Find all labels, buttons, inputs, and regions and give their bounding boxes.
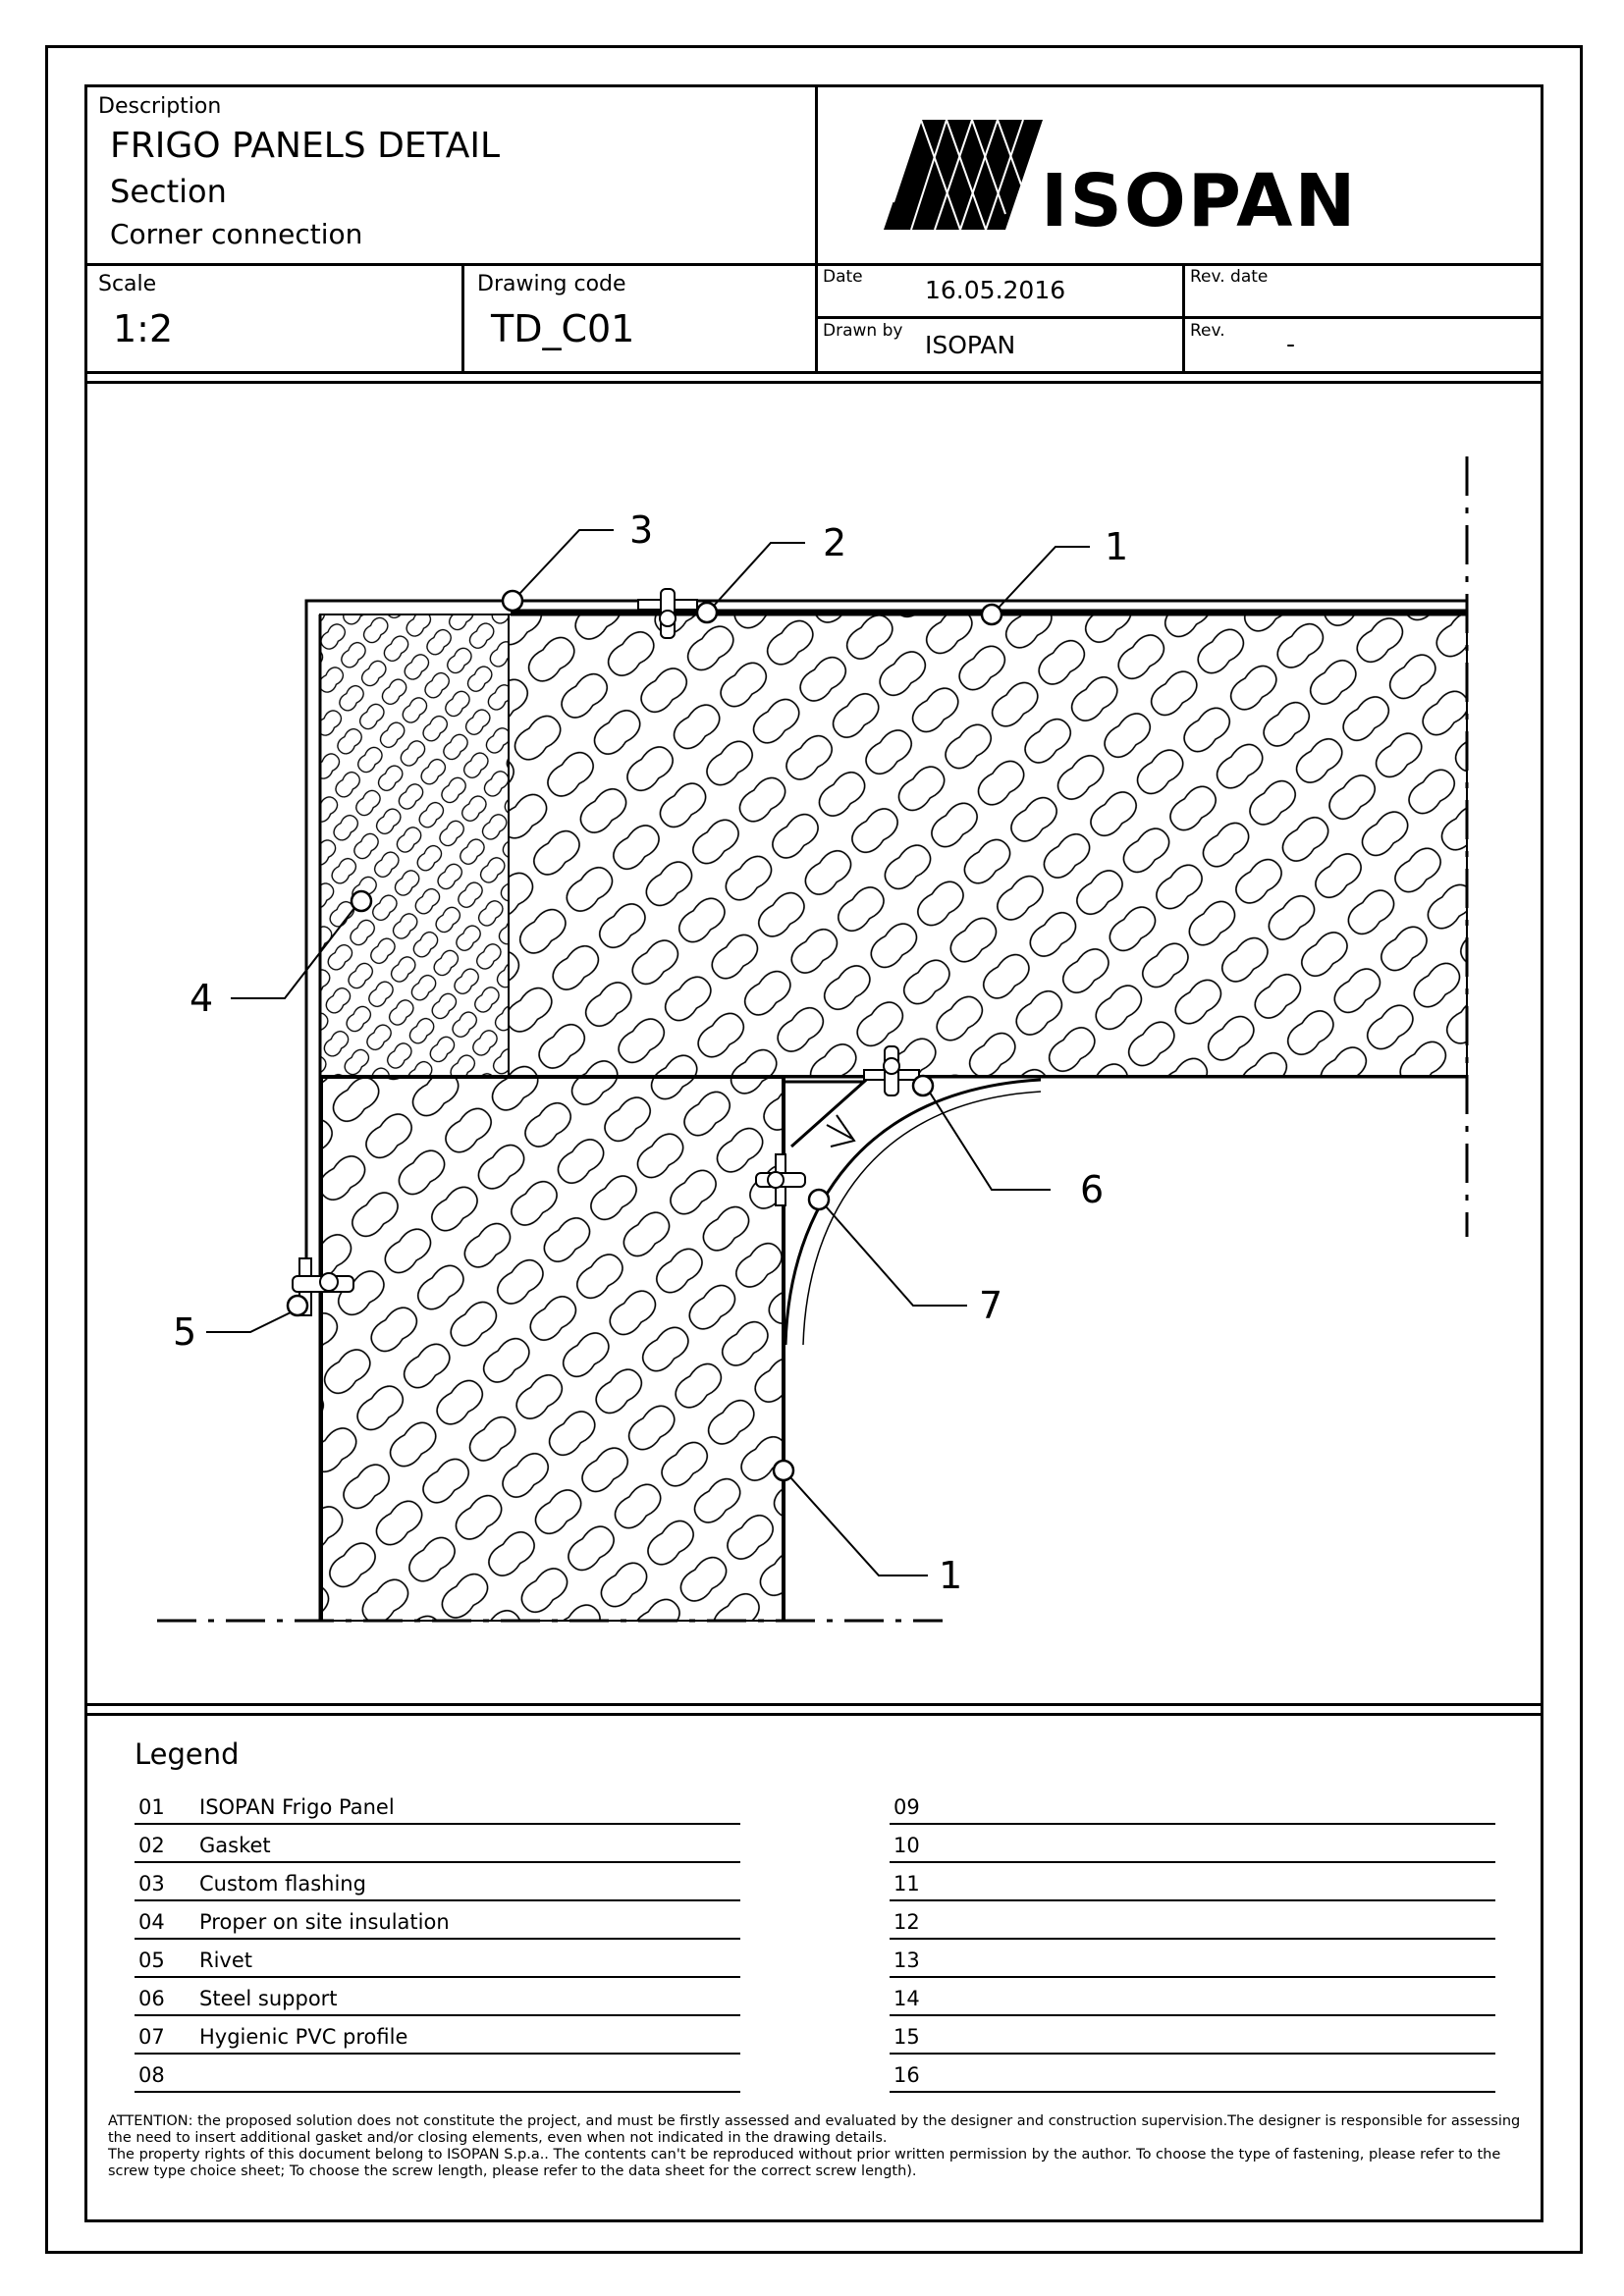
attention-note: ATTENTION: the proposed solution does no… [108, 2113, 1532, 2180]
legend-num: 07 [138, 2025, 165, 2049]
legend-item: 06 Steel support [135, 1977, 740, 2016]
legend-item: 11 [890, 1862, 1495, 1901]
gasket-vertical [755, 1153, 806, 1206]
custom-flashing [304, 599, 1467, 1272]
legend-text: Rivet [199, 1949, 253, 1972]
legend-item: 15 [890, 2015, 1495, 2055]
legend-num: 12 [893, 1910, 920, 1934]
legend-text: Proper on site insulation [199, 1910, 450, 1934]
callout-3: 3 [629, 508, 653, 552]
legend-item: 09 [890, 1786, 1495, 1825]
legend-num: 11 [893, 1872, 920, 1896]
drawing-subtitle: Section [110, 173, 227, 210]
callout-7: 7 [979, 1284, 1002, 1327]
isopan-logo-text: ISOPAN [1041, 159, 1358, 243]
date-label: Date [823, 267, 863, 287]
legend-num: 09 [893, 1795, 920, 1819]
legend-item: 10 [890, 1824, 1495, 1863]
isopan-logo-icon [884, 119, 1043, 231]
legend-text: Steel support [199, 1987, 338, 2010]
legend-top-border [84, 1713, 1543, 1716]
gasket-inner [863, 1045, 920, 1096]
legend-title: Legend [135, 1737, 240, 1771]
rev-value: - [1286, 330, 1296, 358]
legend-item: 13 [890, 1939, 1495, 1978]
attention-line-1: ATTENTION: the proposed solution does no… [108, 2113, 1521, 2146]
sheet-inner-frame [84, 84, 1543, 2222]
rev-label: Rev. [1190, 321, 1225, 341]
callout-2: 2 [823, 521, 846, 564]
legend-num: 05 [138, 1949, 165, 1972]
vertical-panel-core [321, 1077, 785, 1622]
legend-num: 06 [138, 1987, 165, 2010]
drawing-code-label: Drawing code [477, 272, 626, 296]
date-value: 16.05.2016 [925, 276, 1066, 304]
legend-item: 08 [135, 2054, 740, 2093]
callout-6: 6 [1080, 1168, 1104, 1211]
legend-item: 02 Gasket [135, 1824, 740, 1863]
legend-item: 07 Hygienic PVC profile [135, 2015, 740, 2055]
legend-item: 04 Proper on site insulation [135, 1900, 740, 1940]
legend-text: Custom flashing [199, 1872, 366, 1896]
corner-connection-section-drawing: 1 2 3 4 5 6 7 1 [157, 456, 1469, 1623]
gasket-top [637, 588, 698, 639]
legend-item: 12 [890, 1900, 1495, 1940]
legend-num: 04 [138, 1910, 165, 1934]
legend-num: 14 [893, 1987, 920, 2010]
legend-item: 01 ISOPAN Frigo Panel [135, 1786, 740, 1825]
scale-value: 1:2 [113, 307, 174, 350]
legend-item: 14 [890, 1977, 1495, 2016]
hygienic-pvc-profile [784, 1078, 1042, 1346]
legend-num: 01 [138, 1795, 165, 1819]
callout-5: 5 [173, 1310, 196, 1354]
legend-num: 16 [893, 2063, 920, 2087]
sheet-outer-frame [45, 45, 1583, 2254]
legend-item: 16 [890, 2054, 1495, 2093]
legend-num: 10 [893, 1834, 920, 1857]
drawing-subtitle-2: Corner connection [110, 218, 363, 250]
horizontal-panel-core [508, 614, 1468, 1077]
rev-date-label: Rev. date [1190, 267, 1269, 287]
legend-num: 02 [138, 1834, 165, 1857]
legend-num: 03 [138, 1872, 165, 1896]
legend-num: 15 [893, 2025, 920, 2049]
drawing-area-bottom-border [84, 1703, 1543, 1706]
legend-num: 13 [893, 1949, 920, 1972]
drawing-code-value: TD_C01 [491, 307, 635, 350]
attention-line-2: The property rights of this document bel… [108, 2147, 1501, 2179]
description-label: Description [98, 94, 222, 119]
legend-text: ISOPAN Frigo Panel [199, 1795, 395, 1819]
legend-num: 08 [138, 2063, 165, 2087]
legend-item: 03 Custom flashing [135, 1862, 740, 1901]
legend-item: 05 Rivet [135, 1939, 740, 1978]
legend-text: Hygienic PVC profile [199, 2025, 408, 2049]
legend-text: Gasket [199, 1834, 271, 1857]
scale-label: Scale [98, 272, 157, 296]
drawn-by-value: ISOPAN [925, 331, 1016, 359]
drawing-title: FRIGO PANELS DETAIL [110, 126, 501, 166]
drawn-by-label: Drawn by [823, 321, 903, 341]
callout-1-top: 1 [1105, 525, 1128, 568]
callout-1-bottom: 1 [939, 1554, 962, 1597]
on-site-insulation [319, 614, 510, 1077]
callout-4: 4 [189, 977, 213, 1020]
steel-support [785, 1080, 868, 1148]
